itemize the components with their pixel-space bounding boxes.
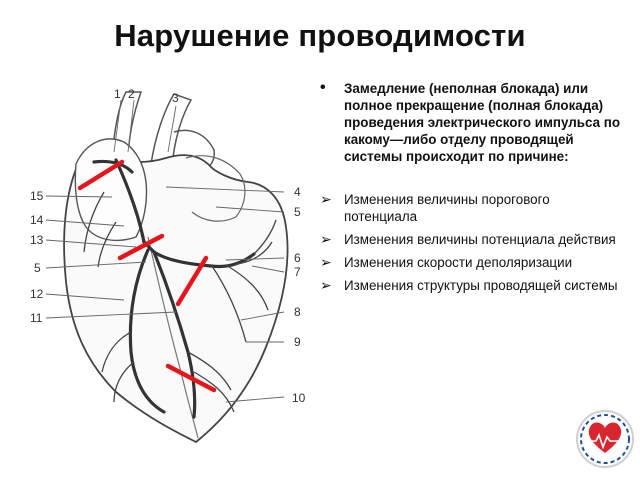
diagram-label-1: 1 <box>114 87 121 101</box>
text-column: • Замедление (неполная блокада) или полн… <box>320 80 625 300</box>
diagram-label-6: 6 <box>294 251 301 265</box>
diagram-label-5-right: 5 <box>294 205 301 219</box>
cause-item: ➢ Изменения структуры проводящей системы <box>320 277 625 294</box>
intro-paragraph: • Замедление (неполная блокада) или полн… <box>320 80 625 165</box>
diagram-label-8: 8 <box>294 305 301 319</box>
heart-logo-icon <box>574 405 636 473</box>
diagram-label-4: 4 <box>294 185 301 199</box>
block-mark-atrioventricular <box>117 233 165 261</box>
diagram-label-15: 15 <box>30 189 44 203</box>
cause-item: ➢ Изменения величины порогового потенциа… <box>320 191 625 225</box>
heart-conduction-diagram: 1 2 3 4 5 6 7 8 9 10 15 14 13 5 12 11 <box>16 72 316 452</box>
cause-text: Изменения величины порогового потенциала <box>344 192 550 224</box>
intro-bullet: • <box>320 79 326 96</box>
diagram-label-14: 14 <box>30 213 44 227</box>
arrow-bullet-icon: ➢ <box>320 277 332 293</box>
cause-text: Изменения скорости деполяризации <box>344 255 573 270</box>
block-mark-sinoatrial <box>77 159 125 191</box>
arrow-bullet-icon: ➢ <box>320 191 332 207</box>
heart-conduction-system-icon: 1 2 3 4 5 6 7 8 9 10 15 14 13 5 12 11 <box>30 87 306 444</box>
intro-text: Замедление (неполная блокада) или полное… <box>344 81 621 164</box>
cause-item: ➢ Изменения величины потенциала действия <box>320 231 625 248</box>
diagram-label-12: 12 <box>30 287 44 301</box>
cause-text: Изменения структуры проводящей системы <box>344 278 618 293</box>
arrow-bullet-icon: ➢ <box>320 254 332 270</box>
diagram-label-11: 11 <box>30 311 43 325</box>
diagram-label-2: 2 <box>128 87 135 101</box>
diagram-label-9: 9 <box>294 335 301 349</box>
cause-list: ➢ Изменения величины порогового потенциа… <box>320 191 625 294</box>
diagram-label-10: 10 <box>292 391 306 405</box>
diagram-label-5-left: 5 <box>34 261 41 275</box>
diagram-label-13: 13 <box>30 233 44 247</box>
cause-item: ➢ Изменения скорости деполяризации <box>320 254 625 271</box>
diagram-label-3: 3 <box>172 91 179 105</box>
block-mark-ventricular <box>165 363 217 393</box>
arrow-bullet-icon: ➢ <box>320 231 332 247</box>
cause-text: Изменения величины потенциала действия <box>344 232 616 247</box>
slide-title: Нарушение проводимости <box>114 18 526 53</box>
diagram-label-7: 7 <box>294 265 301 279</box>
block-mark-bundle <box>175 255 209 307</box>
